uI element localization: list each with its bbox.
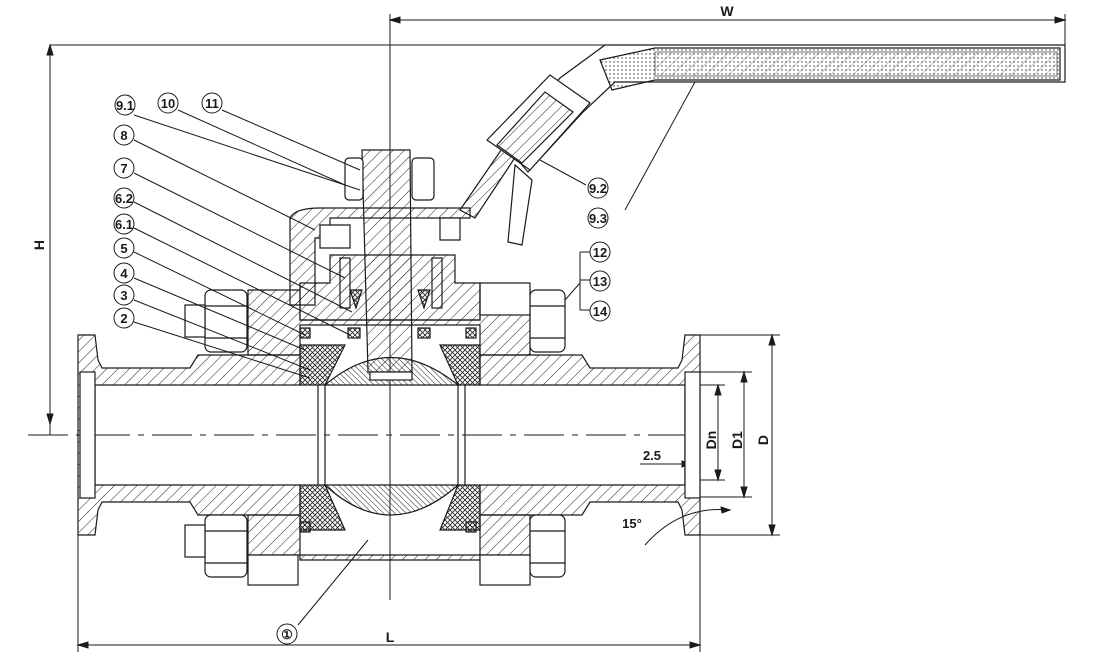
dimension-angle: 15° [622,516,642,531]
callout-9-3: 9.3 [589,211,607,226]
leader-lines [133,81,696,626]
dimension-d: D [755,435,771,445]
callout-5: 5 [120,241,127,256]
callout-12: 12 [593,245,607,260]
callout-13: 13 [593,274,607,289]
callout-7: 7 [120,161,127,176]
callout-6-2: 6.2 [115,191,133,206]
callout-1: ① [281,627,293,642]
dimension-h: H [31,240,47,250]
dimension-labels: W H L Dn D1 D 2.5 15° [31,3,771,645]
dimension-lines [28,14,1067,652]
callout-10: 10 [161,96,175,111]
dimension-w: W [720,3,734,19]
dimension-l: L [386,629,395,645]
callout-6-1: 6.1 [115,217,133,232]
callout-labels: 9.1 10 11 8 7 6.2 6.1 5 4 3 2 9.2 9.3 12… [115,96,608,642]
callout-3: 3 [120,288,127,303]
dimension-d1: D1 [729,431,745,449]
callout-4: 4 [120,266,128,281]
callout-14: 14 [593,304,608,319]
dimension-dn: Dn [703,431,719,450]
callout-2: 2 [120,311,127,326]
dimension-chamfer: 2.5 [643,448,661,463]
bolts [184,282,566,586]
lever-handle [459,44,1066,246]
callout-8: 8 [120,128,127,143]
callout-bubbles [113,92,611,645]
callout-11: 11 [205,96,219,111]
callout-9-2: 9.2 [589,181,607,196]
stem-assembly [289,149,481,381]
callout-9-1: 9.1 [116,98,134,113]
